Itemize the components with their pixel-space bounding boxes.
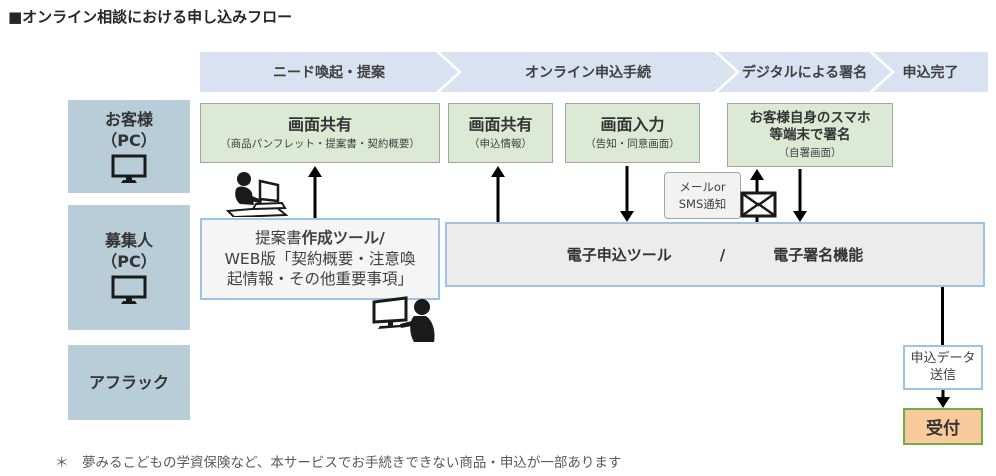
send-box-line: 送信: [929, 367, 956, 383]
person-at-laptop-icon: [225, 171, 289, 219]
footnote: ＊ 夢みるこどもの学資保険など、本サービスでお手続きできない商品・申込が一部あり…: [55, 455, 622, 471]
tool-separator: /: [719, 245, 726, 264]
phase-label: オンライン申込手続: [525, 65, 651, 81]
step-subtitle: （商品パンフレット・提案書・契約概要）: [220, 138, 420, 151]
send-application-data-box: 申込データ 送信: [903, 345, 983, 390]
arrow-down-sendbox-to-accept: [936, 390, 950, 408]
proposal-tool-text: 提案書: [255, 228, 302, 247]
lane-aflac: アフラック: [68, 345, 190, 420]
arrow-down-input-to-tool: [620, 166, 634, 222]
lane-customer: お客様 （PC）: [68, 100, 190, 193]
phase-band: ニード喚起・提案 オンライン申込手続 デジタルによる署名 申込完了: [200, 52, 988, 92]
lane-label: （PC）: [101, 251, 157, 271]
step-screen-input: 画面入力 （告知・同意画面）: [565, 103, 700, 163]
monitor-icon: [111, 154, 147, 183]
notification-line: メールor: [679, 180, 726, 195]
line-tool-to-sendbox: [941, 287, 944, 345]
step-title: お客様自身のスマホ: [749, 110, 871, 127]
e-apply-tool-box: 電子申込ツール / 電子署名機能: [445, 222, 985, 287]
proposal-tool-line2: WEB版「契約概要・注意喚: [224, 249, 416, 268]
lane-label: アフラック: [88, 372, 169, 392]
proposal-tool-line3: 起情報・その他重要事項」: [226, 270, 413, 289]
phase-digital-signature: デジタルによる署名: [718, 52, 891, 92]
arrow-up-tool-to-screenshare: [491, 166, 505, 222]
step-title: 画面共有: [468, 114, 533, 134]
mail-envelope-icon: [740, 191, 777, 218]
arrow-down-signature-to-tool: [793, 169, 807, 222]
accept-label: 受付: [926, 419, 960, 439]
phase-label: ニード喚起・提案: [273, 65, 385, 81]
proposal-tool-box: 提案書作成ツール/ WEB版「契約概要・注意喚 起情報・その他重要事項」: [200, 218, 440, 300]
notification-line: SMS通知: [678, 196, 727, 211]
send-box-line: 申込データ: [910, 350, 976, 366]
e-signature-label: 電子署名機能: [773, 246, 864, 264]
lane-label: 募集人: [104, 230, 153, 250]
phase-label: 申込完了: [902, 65, 959, 81]
proposal-tool-line1: 提案書作成ツール/: [255, 228, 385, 249]
arrow-up-proposal-to-screenshare: [308, 166, 322, 218]
step-subtitle: （申込情報）: [469, 138, 532, 151]
step-screen-share-proposal: 画面共有 （商品パンフレット・提案書・契約概要）: [200, 103, 440, 163]
step-title: 画面入力: [600, 114, 665, 134]
phase-label: デジタルによる署名: [741, 65, 868, 81]
phase-need-proposal: ニード喚起・提案: [200, 52, 458, 92]
step-subtitle: （自署画面）: [778, 146, 842, 159]
monitor-icon: [111, 275, 147, 304]
lane-label: （PC）: [101, 130, 157, 150]
e-apply-tool-label: 電子申込ツール: [566, 246, 672, 264]
diagram-title: ■オンライン相談における申し込みフロー: [8, 8, 293, 26]
mail-sms-notification-box: メールor SMS通知: [664, 172, 741, 219]
lane-agent: 募集人 （PC）: [68, 205, 190, 330]
step-title: 等端末で署名: [769, 126, 851, 143]
lane-label: お客様: [104, 109, 153, 129]
step-screen-share-application: 画面共有 （申込情報）: [448, 103, 553, 163]
accept-box: 受付: [903, 408, 983, 445]
step-smartphone-signature: お客様自身のスマホ 等端末で署名 （自署画面）: [727, 103, 893, 167]
step-subtitle: （告知・同意画面）: [585, 138, 680, 151]
person-at-monitor-icon: [372, 296, 440, 342]
step-title: 画面共有: [287, 114, 352, 134]
proposal-tool-text-bold: 作成ツール/: [301, 228, 385, 247]
phase-online-application: オンライン申込手続: [440, 52, 736, 92]
